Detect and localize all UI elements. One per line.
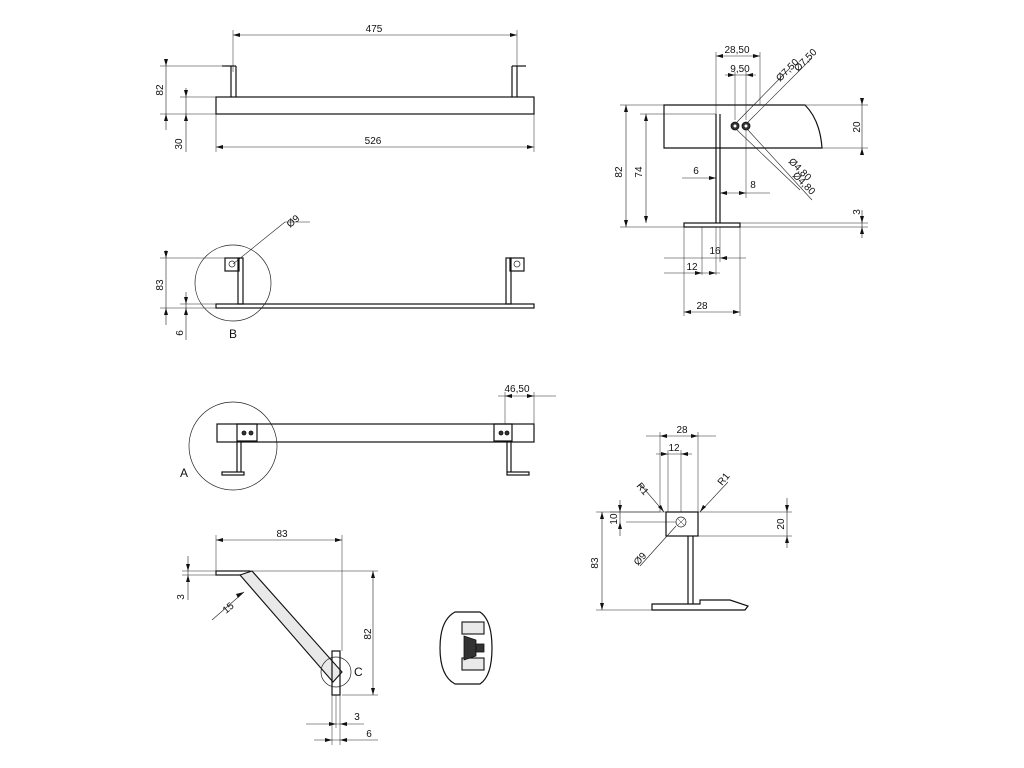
dim-dia-9-top: Ø9: [285, 213, 303, 230]
dim-526: 526: [365, 136, 382, 147]
end-plate: [665, 511, 699, 537]
dim-dia-9-end: Ø9: [632, 550, 649, 568]
end-view: 28 12 R1 R1 10 20 Ø9: [590, 425, 792, 611]
bottom-view: A 46,50: [180, 384, 556, 491]
dim-20-side: 20: [852, 121, 863, 133]
detail-circle-a: [188, 401, 278, 491]
dim-12: 12: [686, 262, 698, 273]
detail-label-b: B: [229, 327, 237, 341]
top-plate: [215, 303, 535, 309]
bottom-left-bracket-box: [236, 423, 258, 442]
dim-6-angle: 6: [366, 729, 372, 740]
dim-83-top: 83: [155, 279, 166, 291]
dim-28-end: 28: [676, 425, 688, 436]
end-foot: [651, 599, 749, 611]
dim-83-end: 83: [590, 557, 601, 569]
detail-label-c: C: [354, 665, 363, 679]
dim-3-angle: 3: [354, 712, 360, 723]
dim-28-50: 28,50: [724, 45, 749, 56]
dim-30-front: 30: [174, 138, 185, 150]
dim-82-side: 82: [614, 166, 625, 178]
dim-82-angle: 82: [363, 628, 374, 640]
side-base: [683, 222, 741, 228]
front-view: 475 526 82 30: [155, 24, 535, 152]
dim-475: 475: [366, 24, 383, 35]
detail-c-outline: [439, 611, 493, 685]
dim-9-50: 9,50: [730, 64, 750, 75]
dim-6-top: 6: [175, 330, 186, 336]
side-bar: [663, 104, 823, 149]
detail-circle-c: [320, 656, 352, 688]
dim-15-angle: 15: [221, 600, 237, 616]
top-right-tab: [509, 257, 525, 272]
dim-12-end: 12: [668, 443, 680, 454]
dim-46-50: 46,50: [504, 384, 529, 395]
top-view: B Ø9 83 6: [155, 213, 535, 341]
dim-r1-left: R1: [634, 481, 651, 498]
dim-r1-right: R1: [716, 471, 733, 488]
bottom-right-foot: [506, 471, 530, 476]
dim-82-front: 82: [155, 84, 166, 96]
dim-10-end: 10: [609, 513, 620, 525]
bottom-left-foot: [221, 471, 245, 476]
detail-label-a: A: [180, 466, 188, 480]
detail-circle-b: [194, 244, 272, 322]
dim-6-side: 6: [693, 166, 699, 177]
dim-3-side: 3: [852, 209, 863, 215]
dim-8-side: 8: [750, 180, 756, 191]
angle-view: C 83 82 3 15 3 6: [176, 529, 378, 745]
dim-74: 74: [634, 166, 645, 178]
angle-arm: [239, 570, 343, 683]
dim-28-side: 28: [696, 301, 708, 312]
top-left-tab: [224, 257, 240, 272]
bottom-bar: [216, 423, 535, 443]
side-view: 28,50 9,50 Ø7,50 Ø7,50 Ø4,80 Ø4,80 20 3: [614, 45, 868, 316]
dim-3-angle-top: 3: [176, 594, 187, 600]
dim-83-angle: 83: [276, 529, 288, 540]
detail-c-view: [439, 611, 493, 685]
dim-16: 16: [709, 246, 721, 257]
detail-c-screw: [463, 635, 477, 661]
dim-20-end: 20: [776, 518, 787, 530]
bottom-right-bracket-box: [493, 423, 513, 442]
front-bar: [215, 96, 535, 115]
